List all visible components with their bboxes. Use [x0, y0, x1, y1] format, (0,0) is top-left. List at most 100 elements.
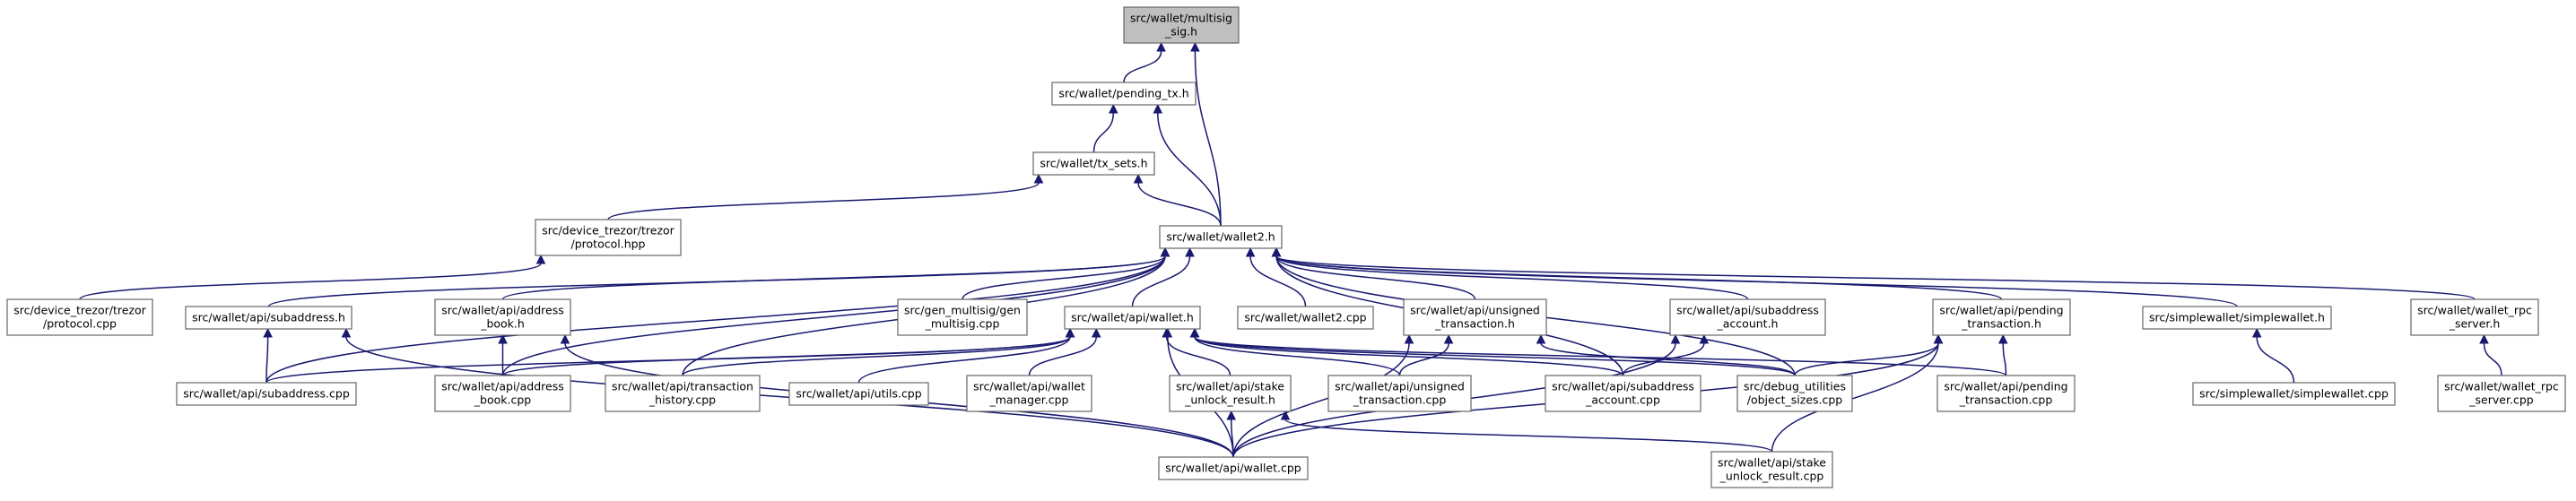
edge-arrowhead	[263, 327, 273, 338]
edge-arrowhead	[1065, 327, 1075, 338]
node-box	[535, 219, 682, 256]
node-api-wallet-cpp[interactable]: src/wallet/api/wallet.cpp	[1158, 456, 1309, 480]
node-box	[788, 382, 929, 406]
edge-api-pending-cpp-to-api-pending-h	[1997, 333, 2008, 376]
node-api-stake-h[interactable]: src/wallet/api/stake_unlock_result.h	[1169, 375, 1292, 412]
node-label-line: src/wallet/wallet2.h	[1166, 230, 1275, 244]
node-label-line: src/debug_utilities	[1744, 380, 1846, 393]
node-wallet2-cpp[interactable]: src/wallet/wallet2.cpp	[1237, 306, 1374, 330]
node-label-line: _book.h	[480, 317, 525, 331]
edge-api-pending-cpp-to-api-wallet-h	[1189, 327, 2007, 376]
node-box	[176, 382, 357, 406]
edge-arrowhead	[1271, 246, 1282, 257]
edge-line	[1092, 112, 1115, 153]
node-wallet2-h[interactable]: src/wallet/wallet2.h	[1159, 225, 1283, 249]
node-simplewallet-h[interactable]: src/simplewallet/simplewallet.h	[2142, 306, 2332, 330]
node-box	[1710, 451, 1833, 488]
node-rpc-server-cpp[interactable]: src/wallet/wallet_rpc_server.cpp	[2437, 375, 2566, 412]
edge-arrowhead	[1245, 246, 1256, 257]
node-multisig[interactable]: src/wallet/multisig_sig.h	[1123, 6, 1240, 44]
node-label-line: src/wallet/api/wallet	[973, 380, 1085, 393]
edge-arrowhead	[1108, 103, 1118, 114]
node-box	[2437, 375, 2566, 412]
node-label-line: _server.h	[2449, 317, 2501, 331]
node-api-subaddress-account-cpp[interactable]: src/wallet/api/subaddress_account.cpp	[1545, 375, 1701, 412]
node-box	[1327, 375, 1472, 412]
edge-line	[1131, 255, 1191, 307]
node-box	[1403, 298, 1547, 336]
node-label-line: _sig.h	[1164, 25, 1197, 39]
edge-wallet2-h-to-tx-sets	[1133, 173, 1222, 227]
node-label-line: src/wallet/api/pending	[1944, 380, 2067, 393]
node-protocol-cpp[interactable]: src/device_trezor/trezor/protocol.cpp	[6, 298, 153, 336]
node-label-line: _account.h	[1717, 317, 1779, 331]
edge-arrowhead	[560, 333, 570, 344]
node-label-line: _unlock_result.cpp	[1719, 470, 1824, 483]
node-api-pending-cpp[interactable]: src/wallet/api/pending_transaction.cpp	[1936, 375, 2076, 412]
edge-api-unsigned-cpp-to-api-unsigned-h	[1398, 333, 1454, 376]
node-api-tx-history-cpp[interactable]: src/wallet/api/transaction_history.cpp	[605, 375, 761, 412]
edge-arrowhead	[1536, 333, 1546, 344]
node-box	[1159, 225, 1283, 249]
edge-line	[1194, 336, 1401, 376]
edge-line	[962, 255, 1166, 300]
edge-arrowhead	[1933, 333, 1944, 344]
node-label-line: src/wallet/api/unsigned	[1410, 304, 1540, 317]
node-api-wallet-h[interactable]: src/wallet/api/wallet.h	[1064, 306, 1201, 330]
node-label-line: src/simplewallet/simplewallet.cpp	[2199, 387, 2389, 401]
edge-api-wallet-cpp-to-api-stake-h	[1226, 410, 1237, 458]
edge-api-stake-cpp-to-api-stake-h	[1280, 410, 1773, 453]
node-api-address-book-cpp[interactable]: src/wallet/api/address_book.cpp	[434, 375, 571, 412]
node-label-line: _transaction.cpp	[1353, 393, 1447, 407]
node-gen-multisig[interactable]: src/gen_multisig/gen_multisig.cpp	[897, 298, 1028, 336]
node-debug-object-sizes[interactable]: src/debug_utilities/object_sizes.cpp	[1736, 375, 1853, 412]
node-api-unsigned-h[interactable]: src/wallet/api/unsigned_transaction.h	[1403, 298, 1547, 336]
node-api-subaddress-h[interactable]: src/wallet/api/subaddress.h	[185, 306, 352, 330]
node-api-unsigned-cpp[interactable]: src/wallet/api/unsigned_transaction.cpp	[1327, 375, 1472, 412]
edge-protocol-cpp-to-protocol-hpp	[79, 254, 546, 300]
edge-api-utils-cpp-to-api-wallet-h	[857, 327, 1075, 384]
node-label-line: _book.cpp	[474, 393, 531, 407]
edge-simplewallet-h-to-wallet2-h	[1271, 246, 2238, 307]
node-protocol-hpp[interactable]: src/device_trezor/trezor/protocol.hpp	[535, 219, 682, 256]
node-simplewallet-cpp[interactable]: src/simplewallet/simplewallet.cpp	[2192, 382, 2396, 406]
edge-arrowhead	[2479, 333, 2489, 344]
node-label-line: src/wallet/wallet_rpc	[2417, 304, 2532, 317]
edge-arrowhead	[535, 254, 546, 264]
node-api-pending-h[interactable]: src/wallet/api/pending_transaction.h	[1932, 298, 2071, 336]
node-api-stake-cpp[interactable]: src/wallet/api/stake_unlock_result.cpp	[1710, 451, 1833, 488]
edge-rpc-server-cpp-to-rpc-server-h	[2479, 333, 2502, 376]
node-box	[1123, 6, 1240, 44]
node-box	[966, 375, 1092, 412]
node-api-address-book-h[interactable]: src/wallet/api/address_book.h	[434, 298, 571, 336]
edge-line	[1194, 336, 1624, 376]
edge-line	[1275, 255, 2238, 307]
node-rpc-server-h[interactable]: src/wallet/wallet_rpc_server.h	[2410, 298, 2539, 336]
node-box	[1932, 298, 2071, 336]
node-api-subaddress-cpp[interactable]: src/wallet/api/subaddress.cpp	[176, 382, 357, 406]
edge-debug-object-sizes-to-api-unsigned-h	[1536, 333, 1796, 376]
node-pending-tx[interactable]: src/wallet/pending_tx.h	[1051, 82, 1197, 106]
node-api-wallet-manager-cpp[interactable]: src/wallet/api/wallet_manager.cpp	[966, 375, 1092, 412]
edge-arrowhead	[341, 327, 352, 338]
edge-line	[1275, 255, 1749, 300]
node-label-line: _server.cpp	[2468, 393, 2533, 407]
edge-line	[1232, 342, 1410, 458]
node-tx-sets[interactable]: src/wallet/tx_sets.h	[1032, 151, 1155, 176]
node-box	[434, 298, 571, 336]
edge-api-stake-cpp-to-api-pending-h	[1771, 333, 1944, 453]
node-api-subaddress-account-h[interactable]: src/wallet/api/subaddress_account.h	[1669, 298, 1826, 336]
edge-line	[1123, 50, 1162, 83]
node-label-line: src/device_trezor/trezor	[542, 224, 674, 238]
node-box	[1169, 375, 1292, 412]
node-api-utils-cpp[interactable]: src/wallet/api/utils.cpp	[788, 382, 929, 406]
edge-tx-sets-to-pending-tx	[1092, 103, 1118, 153]
edge-arrowhead	[1160, 246, 1171, 257]
edge-wallet2-h-to-pending-tx	[1153, 103, 1222, 227]
edge-line	[265, 255, 1166, 384]
edge-line	[1540, 342, 1796, 376]
node-box	[1051, 82, 1197, 106]
edge-line	[2483, 342, 2502, 376]
edge-line	[2256, 336, 2295, 384]
edge-api-wallet-cpp-to-api-unsigned-h	[1232, 333, 1414, 458]
